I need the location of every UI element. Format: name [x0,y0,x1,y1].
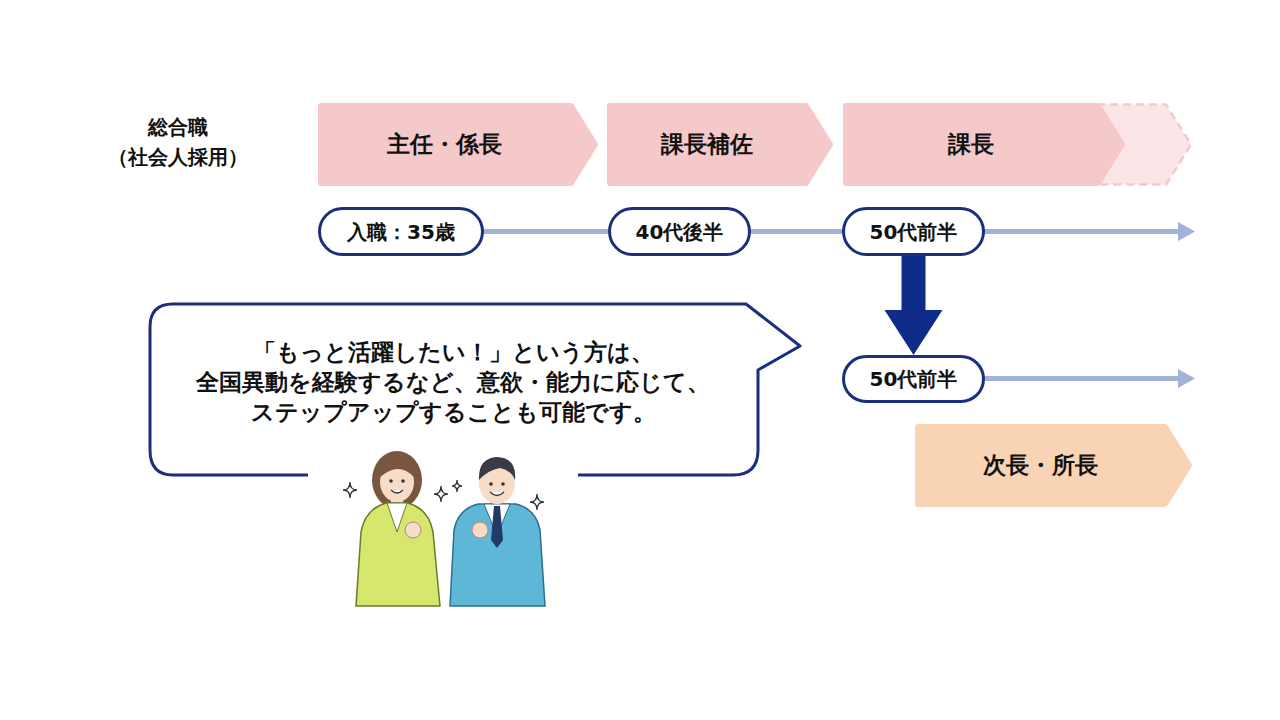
timeline-line [751,229,842,234]
promoted-role-band: 次長・所長 [915,424,1192,507]
age-pill: 50代前半 [842,355,985,403]
woman-figure [356,451,440,606]
man-figure [491,506,503,548]
man-figure [489,482,493,486]
role-band-outline [321,106,595,183]
role-band: 課長 [843,103,1125,186]
woman-figure [389,479,393,483]
timeline-extension [984,222,1195,388]
timeline-extension [984,376,1180,381]
man-figure [450,457,545,606]
woman-figure [387,503,407,532]
node-text: 課長補佐 [661,131,753,159]
node-text: 40代後半 [636,220,724,244]
sparkle [343,480,544,510]
role-band: 主任・係長 [318,103,598,186]
node-text: 課長 [948,131,994,159]
man-figure [450,504,545,606]
node-text: 「もっと活躍したい！」という方は、 全国異動を経験するなど、意欲・能力に応じて、… [148,337,758,427]
node-content: 40代後半 [611,210,748,253]
node-content: 50代前半 [845,358,982,400]
woman-figure [379,456,415,478]
timeline-extension [984,229,1180,234]
man-figure [479,457,515,480]
node-content: 主任・係長 [318,103,571,186]
role-band-outline [610,106,830,183]
woman-figure [372,451,422,509]
woman-figure [405,522,421,538]
node-content: 「もっと活躍したい！」という方は、 全国異動を経験するなど、意欲・能力に応じて、… [148,302,758,477]
sparkle [452,480,462,492]
node-content: 次長・所長 [915,424,1165,507]
woman-figure [401,479,405,483]
node-content: 課長 [843,103,1098,186]
woman-figure [356,503,440,606]
man-figure [472,522,488,538]
node-content: 入職：35歳 [321,210,481,253]
timeline-line [484,229,608,234]
timeline-extension [1178,369,1195,388]
promotion-arrow [885,256,943,355]
role-band: 課長補佐 [607,103,833,186]
sparkle [530,494,544,510]
timeline-extension [1178,222,1195,241]
role-band-outline [846,106,1122,183]
node-content: 課長補佐 [607,103,806,186]
woman-figure [380,462,414,502]
man-figure [484,504,510,536]
age-pill: 40代後半 [608,207,751,256]
man-figure [490,492,504,496]
node-content: 50代前半 [845,210,982,253]
promoted-role-band-outline [918,427,1189,504]
age-pill: 入職：35歳 [318,207,484,256]
node-text: 主任・係長 [387,131,502,159]
woman-figure [391,490,403,493]
man-figure [501,482,505,486]
node-text: 次長・所長 [983,452,1098,480]
sparkle [343,482,357,498]
sparkle [434,486,448,502]
speech-bubble: 「もっと活躍したい！」という方は、 全国異動を経験するなど、意欲・能力に応じて、… [148,302,803,477]
man-figure [479,462,515,504]
node-text: 50代前半 [870,367,958,391]
man-figure [491,497,503,507]
node-text: 入職：35歳 [347,220,455,244]
node-text: 50代前半 [870,220,958,244]
age-pill: 50代前半 [842,207,985,256]
track-label: 総合職 （社会人採用） [88,112,268,172]
woman-figure [391,495,403,507]
